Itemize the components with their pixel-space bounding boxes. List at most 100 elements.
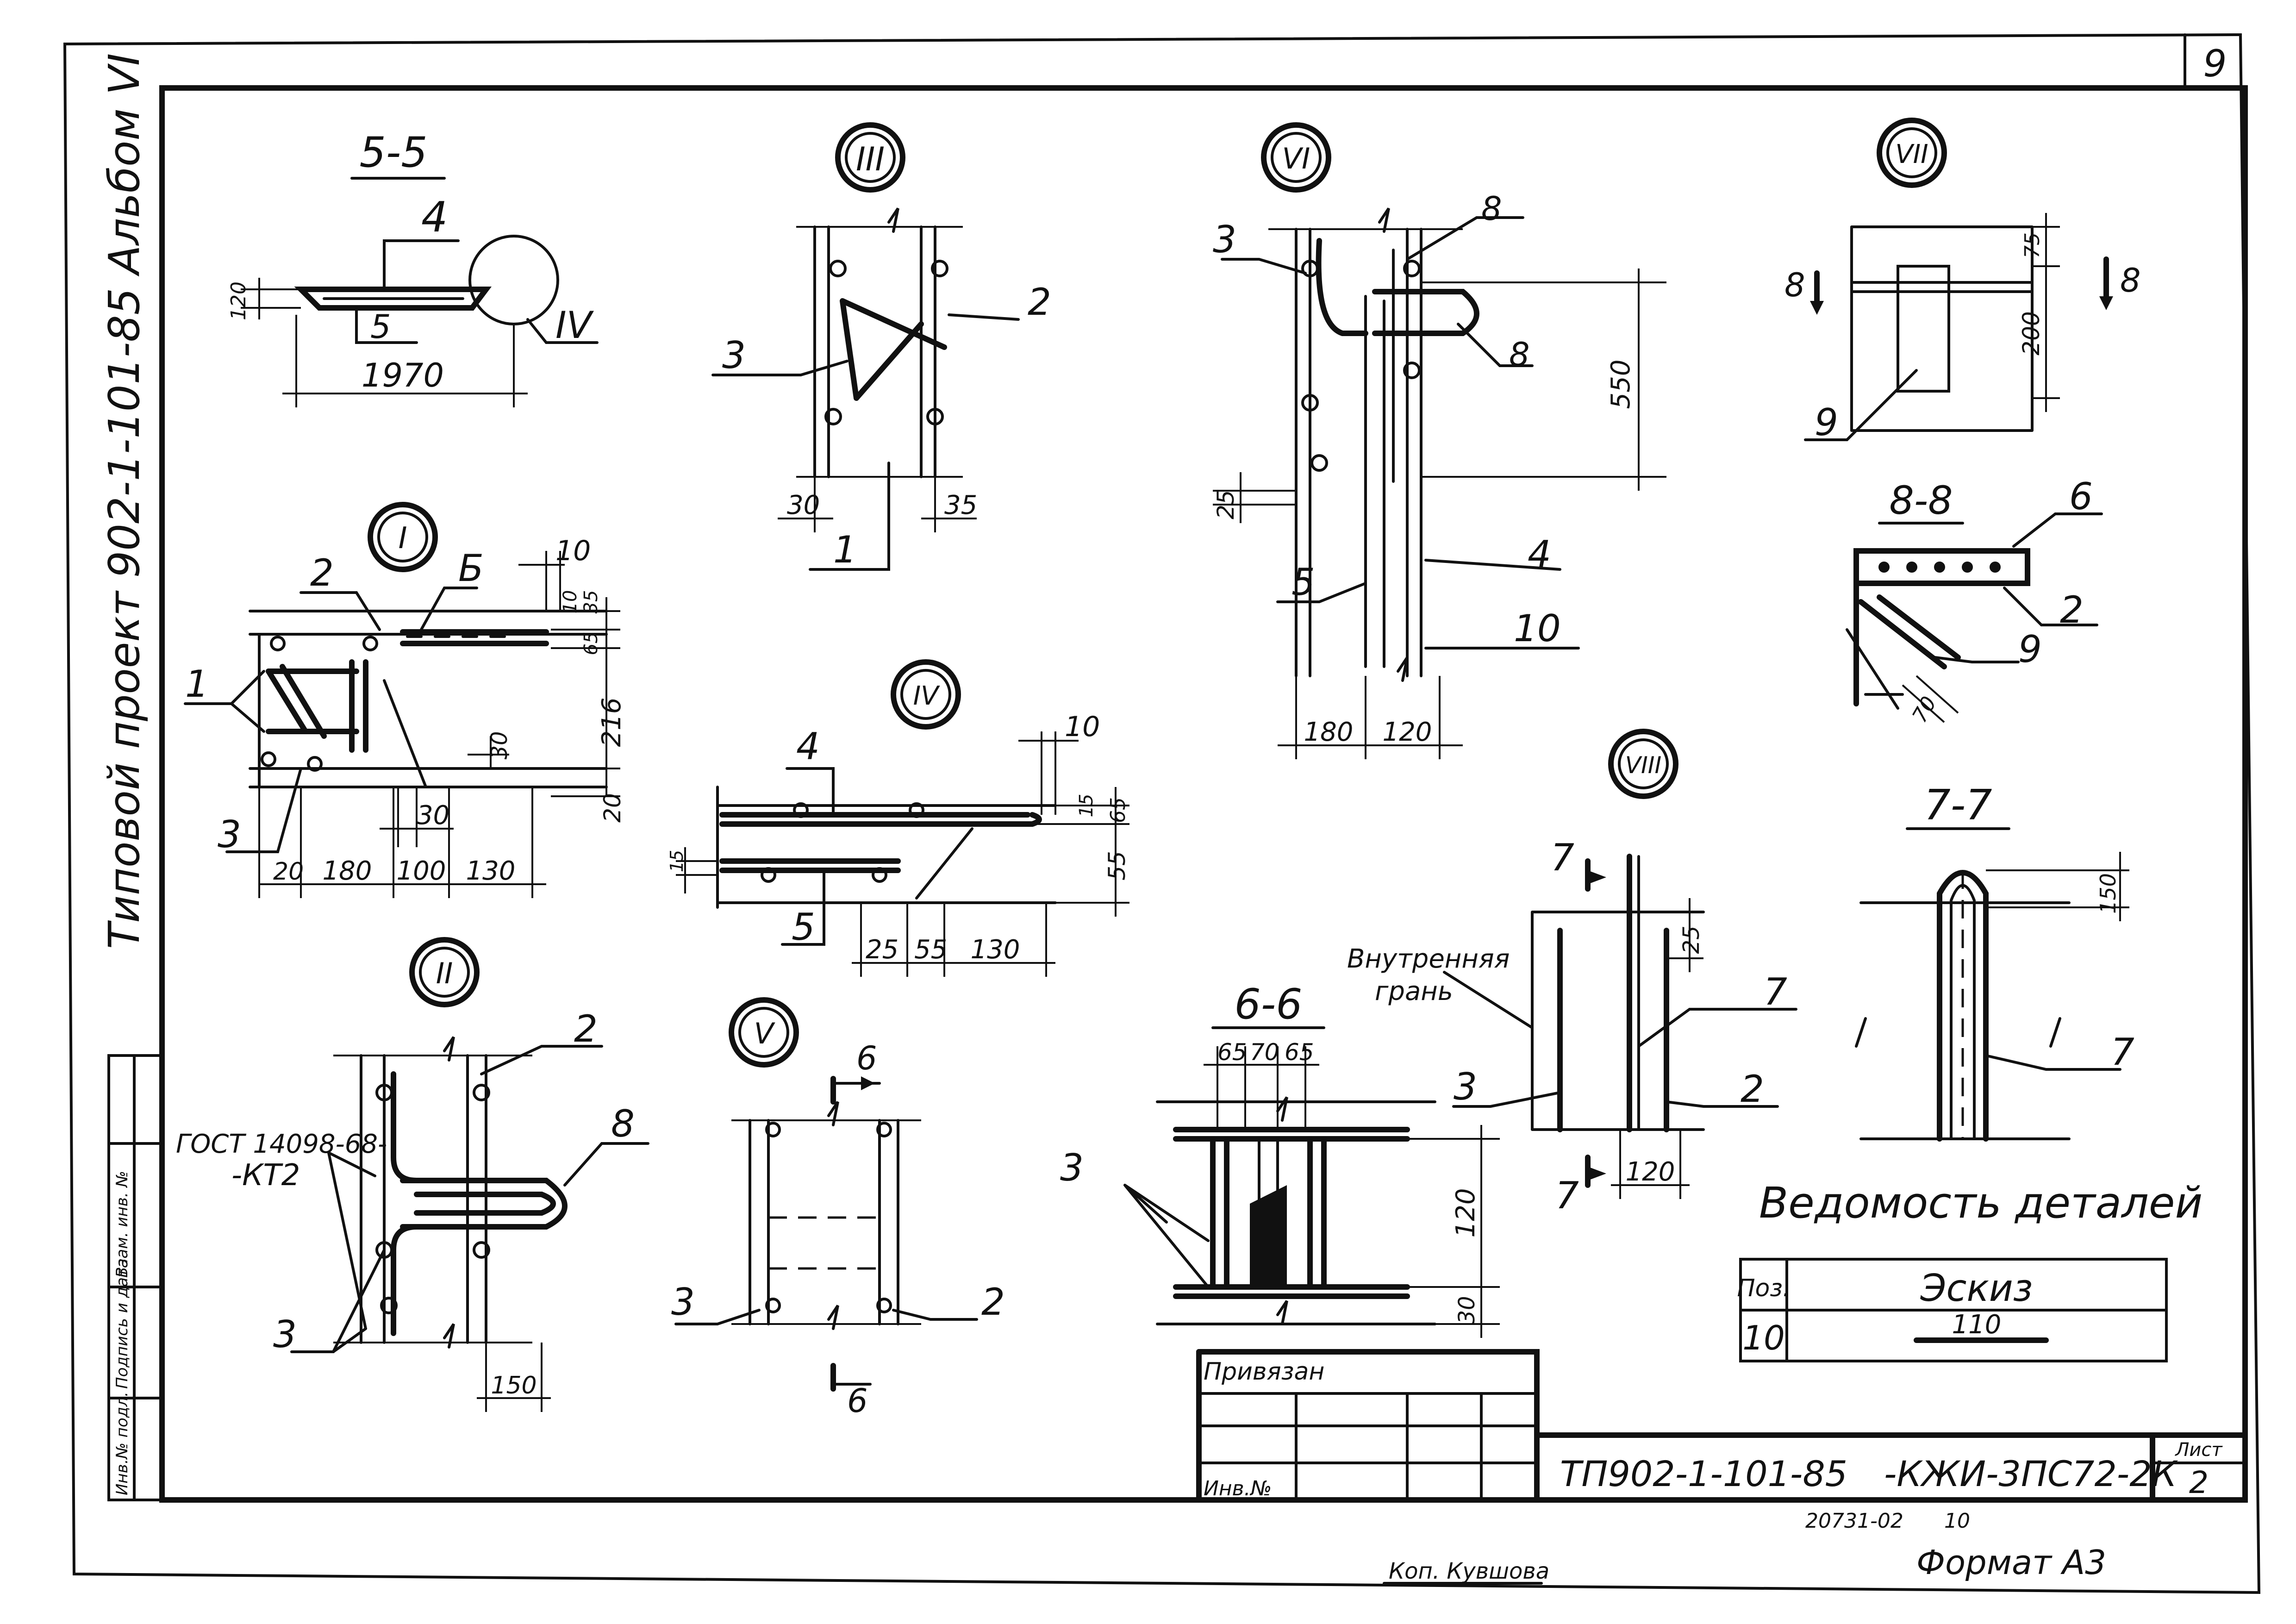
nodeIV-dim-10: 10 [1065, 711, 1100, 743]
sec55-label-5: 5 [370, 308, 391, 346]
nodeVI-dim-120: 120 [1383, 717, 1432, 747]
nodeVIII-label-3: 3 [1454, 1065, 1477, 1108]
nodeVI-label-4: 4 [1528, 533, 1551, 576]
nodeI-dim-20-right: 20 [599, 793, 626, 823]
section-8-8: 8-8 6 2 9 70 [1846, 475, 2103, 727]
nodeVI-dim-25: 25 [1212, 490, 1239, 519]
node-VIII: VIII 7 7 Внутренняя грань 25 7 3 2 120 [1347, 729, 1797, 1217]
schedule-title: Ведомость деталей [1759, 1178, 2202, 1228]
nodeVI-dim-550: 550 [1606, 360, 1636, 409]
sec55-dim-1970: 1970 [362, 356, 444, 394]
schedule-col-sketch: Эскиз [1920, 1267, 2033, 1310]
node-VII: VII 75 200 8 8 9 [1784, 118, 2141, 444]
nodeI-label-3: 3 [218, 813, 241, 856]
nodeIV-dim-25: 25 [866, 935, 898, 965]
nodeI-dim-10: 10 [560, 590, 581, 614]
sec66-label-3: 3 [1060, 1146, 1084, 1189]
nodeIV-dim-65: 65 [1106, 797, 1130, 823]
nodeIV-title: IV [913, 681, 941, 711]
details-schedule: Ведомость деталей Поз. Эскиз 10 110 [1737, 1178, 2202, 1362]
sec88-dim-70: 70 [1908, 693, 1941, 727]
nodeVI-label-8: 8 [1509, 336, 1530, 374]
tb-code: ТП902-1-101-85 [1560, 1453, 1847, 1494]
nodeI-dim-100: 100 [397, 856, 446, 886]
nodeVI-label-3: 3 [1213, 218, 1236, 261]
nodeI-title: I [399, 521, 407, 556]
nodeVII-title: VII [1895, 139, 1928, 169]
tb-privyazan: Привязан [1204, 1358, 1324, 1386]
sec77-title: 7-7 [1924, 781, 1992, 830]
tb-order-no: 20731-02 [1805, 1509, 1903, 1533]
stamp-inv-podl: Инв.№ подл. [113, 1392, 131, 1495]
nodeVII-dim-75: 75 [2021, 232, 2044, 258]
nodeVIII-dim-25: 25 [1678, 925, 1704, 954]
nodeII-label-3: 3 [273, 1313, 297, 1356]
nodeV-label-3: 3 [671, 1280, 695, 1324]
nodeV-label-6-bottom: 6 [847, 1382, 868, 1420]
nodeII-label-2: 2 [574, 1007, 598, 1050]
side-title: Типовой проект 902-1-101-85 Альбом VI [100, 53, 149, 949]
sec66-dim-65-a: 65 [1217, 1039, 1247, 1066]
corner-sheet-number: 9 [2203, 42, 2227, 85]
sec66-dim-65-b: 65 [1285, 1039, 1314, 1066]
nodeIV-dim-55: 55 [914, 935, 947, 965]
nodeI-dim-30: 30 [417, 800, 449, 831]
nodeVII-label-9: 9 [1815, 401, 1838, 444]
tb-copied-by: Коп. Кувшова [1389, 1558, 1549, 1584]
nodeII-label-kt2: -КТ2 [231, 1158, 300, 1193]
nodeIV-dim-55-right: 55 [1104, 851, 1130, 881]
nodeII-label-gost: ГОСТ 14098-68- [176, 1129, 387, 1159]
section-5-5: 5-5 4 5 IV 120 1970 [227, 128, 599, 407]
node-III: III 2 3 30 35 1 [711, 122, 1051, 571]
nodeVIII-label-7-top: 7 [1551, 836, 1574, 879]
nodeIV-dim-15-left: 15 [667, 850, 687, 872]
nodeI-label-2: 2 [310, 551, 334, 594]
nodeVI-dim-180: 180 [1304, 717, 1354, 747]
stamp-podpis-data: Подпись и дата [113, 1258, 131, 1389]
sec55-title: 5-5 [360, 128, 428, 177]
nodeIII-label-3: 3 [722, 334, 746, 377]
node-IV: IV 4 10 15 65 55 15 25 55 130 5 [667, 659, 1130, 977]
nodeI-label-1: 1 [185, 662, 209, 706]
tb-format: Формат А3 [1916, 1543, 2106, 1582]
node-VI: VI 3 8 8 550 25 5 4 10 180 120 [1212, 122, 1666, 759]
node-II: II 2 8 ГОСТ 14098-68- -КТ2 3 150 [176, 937, 649, 1412]
nodeVII-dim-200: 200 [2018, 311, 2045, 355]
nodeI-dim-30-upper: 30 [487, 731, 512, 759]
sec55-dim-120: 120 [227, 281, 250, 320]
nodeIII-title: III [856, 140, 885, 178]
nodeIV-dim-15: 15 [1076, 794, 1097, 818]
node-I: I 2 Б 10 10 35 65 216 20 30 30 20 180 10… [184, 502, 627, 898]
nodeIII-label-2: 2 [1028, 281, 1051, 324]
sec77-label-7: 7 [2111, 1031, 2134, 1074]
nodeII-title: II [436, 956, 453, 990]
nodeVI-label-8-top: 8 [1481, 190, 1502, 228]
nodeVII-label-8-left: 8 [1784, 266, 1805, 304]
tb-order-sub: 10 [1944, 1509, 1970, 1533]
nodeI-dim-10-top: 10 [555, 535, 591, 567]
nodeI-dim-35: 35 [580, 590, 602, 614]
sec66-dim-30: 30 [1454, 1296, 1480, 1324]
sec55-label-4: 4 [421, 193, 448, 242]
nodeVIII-label-7: 7 [1764, 970, 1787, 1013]
sec66-title: 6-6 [1235, 980, 1303, 1029]
nodeVI-title: VI [1282, 142, 1310, 175]
tb-sheet-no: 2 [2189, 1465, 2209, 1500]
sec77-dim-150: 150 [2096, 873, 2121, 914]
nodeII-dim-150: 150 [491, 1372, 537, 1399]
nodeIII-dim-30: 30 [787, 490, 820, 520]
nodeVIII-label-7-bottom: 7 [1555, 1174, 1579, 1217]
tb-mark: -КЖИ-3ПС72-2К [1884, 1453, 2178, 1494]
nodeIV-label-5: 5 [792, 906, 815, 949]
nodeI-label-b: Б [458, 547, 484, 590]
schedule-row1-pos: 10 [1742, 1318, 1785, 1357]
nodeVIII-dim-120: 120 [1626, 1157, 1675, 1187]
tb-inv-no: Инв.№ [1204, 1477, 1272, 1500]
nodeI-dim-20: 20 [273, 858, 304, 886]
nodeI-dim-65: 65 [580, 632, 602, 656]
stamp-vzam-inv: Взам. инв. № [113, 1171, 131, 1278]
tb-sheet-label: Лист [2174, 1439, 2223, 1461]
nodeVIII-label-gran: грань [1375, 976, 1453, 1006]
nodeIV-label-4: 4 [796, 725, 820, 768]
